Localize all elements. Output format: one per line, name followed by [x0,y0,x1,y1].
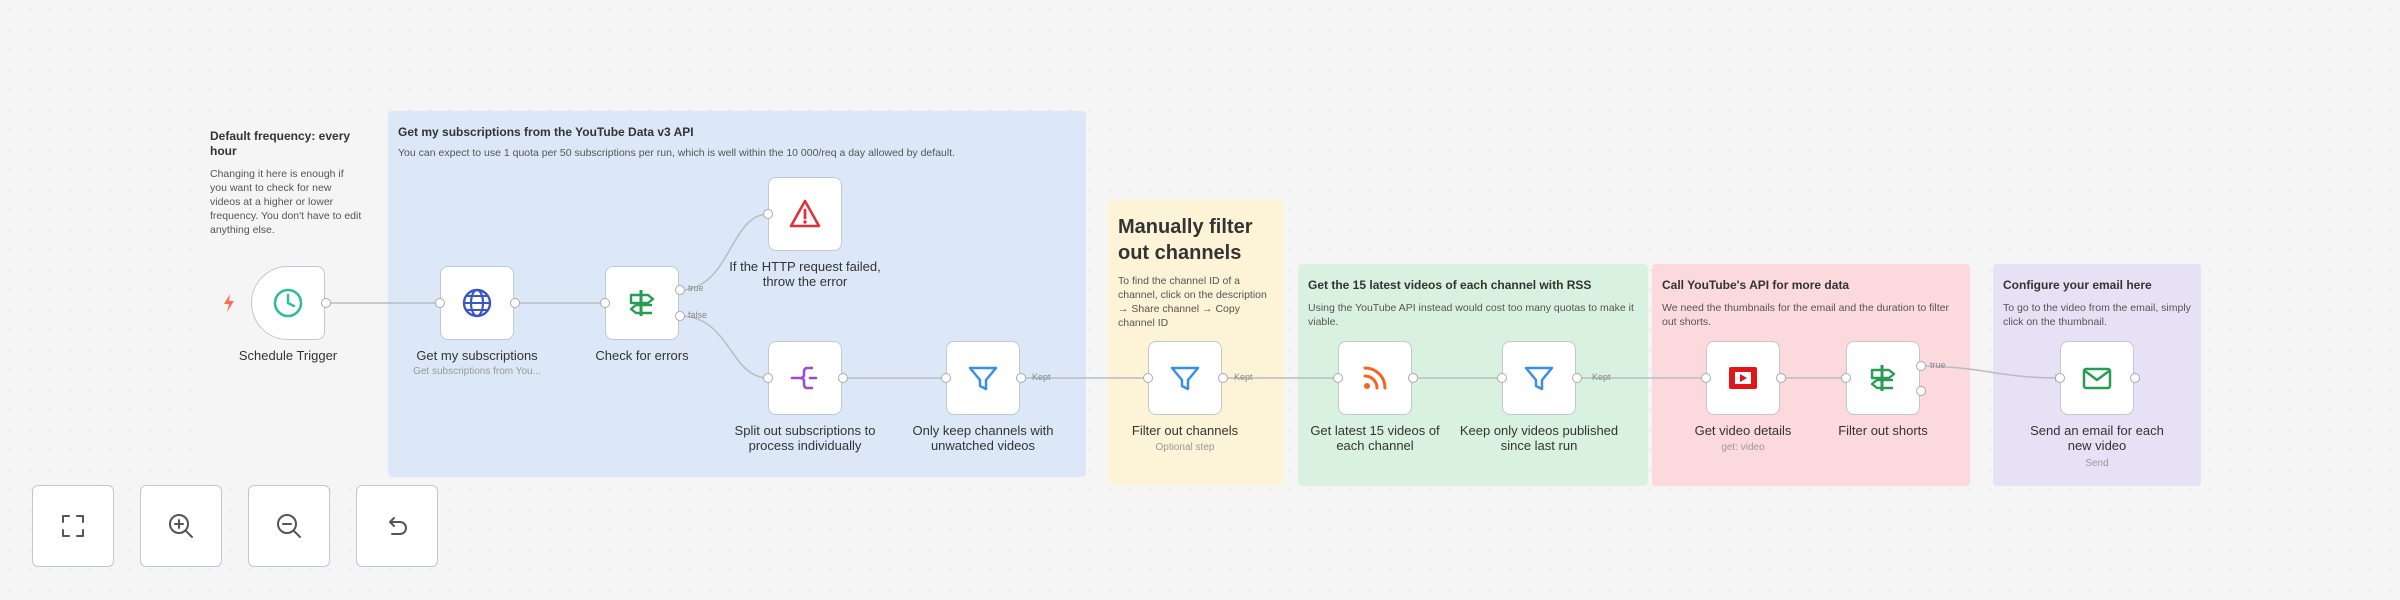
node-throw-error[interactable] [768,177,842,251]
edge-label-kept: Kept [1592,372,1611,382]
edge-label-false: false [688,310,708,320]
input-handle[interactable] [1143,373,1153,383]
node-split-out[interactable] [768,341,842,415]
zoom-in-button[interactable] [140,485,222,567]
sticky-body: You can expect to use 1 quota per 50 sub… [398,147,956,159]
node-subtitle: Send [2085,458,2109,469]
output-handle[interactable] [321,298,331,308]
node-subtitle: get: video [1721,442,1765,453]
output-handle[interactable] [1572,373,1582,383]
node-get-latest-videos[interactable] [1338,341,1412,415]
input-handle[interactable] [1497,373,1507,383]
node-label: Get my subscriptions [416,348,538,363]
output-handle[interactable] [1016,373,1026,383]
node-schedule-trigger[interactable] [251,266,325,340]
node-label: Get video details [1694,423,1792,438]
zoom-out-icon [277,514,301,538]
output-handle[interactable] [510,298,520,308]
node-subtitle: Get subscriptions from You... [413,366,541,377]
output-handle[interactable] [838,373,848,383]
signpost-icon [1870,365,1896,391]
reset-zoom-button[interactable] [356,485,438,567]
rss-icon [1363,366,1387,390]
sticky-title: Manually filter out channels [1118,216,1253,264]
signpost-icon [629,290,655,316]
output-handle[interactable] [1776,373,1786,383]
node-label: Check for errors [595,348,689,363]
sticky-title: Get the 15 latest videos of each channel… [1308,278,1592,292]
node-keep-since-last-run[interactable] [1502,341,1576,415]
filter-icon [1524,366,1554,391]
node-label: Filter out channels [1131,423,1239,438]
warning-icon [789,199,821,228]
node-check-for-errors[interactable] [605,266,679,340]
undo-icon [389,517,407,535]
node-label: Get latest 15 videos of each channel [1310,423,1440,453]
fit-view-icon [62,515,84,537]
input-handle[interactable] [763,373,773,383]
mail-icon [2082,367,2112,390]
sticky-body: Changing it here is enough if you want t… [210,168,362,236]
node-label: Filter out shorts [1838,423,1928,438]
edge-label-kept: Kept [1234,372,1253,382]
zoom-in-icon [169,514,193,538]
node-filter-channels[interactable] [1148,341,1222,415]
node-get-subscriptions[interactable] [440,266,514,340]
trigger-bolt-icon [224,294,234,312]
node-send-email[interactable] [2060,341,2134,415]
input-handle[interactable] [1333,373,1343,383]
node-filter-shorts[interactable] [1846,341,1920,415]
sticky-body: To go to the video from the email, simpl… [2003,302,2191,328]
input-handle[interactable] [1701,373,1711,383]
output-handle[interactable] [1218,373,1228,383]
split-icon [790,366,818,390]
output-handle-false[interactable] [1916,386,1926,396]
filter-icon [1170,366,1200,391]
node-get-video-details[interactable] [1706,341,1780,415]
fit-view-button[interactable] [32,485,114,567]
zoom-out-button[interactable] [248,485,330,567]
sticky-title: Call YouTube's API for more data [1662,278,1850,292]
node-label: Only keep channels with unwatched videos [912,423,1054,453]
input-handle[interactable] [600,298,610,308]
output-handle-true[interactable] [1916,361,1926,371]
sticky-body: To find the channel ID of a channel, cli… [1118,275,1267,329]
node-label: Split out subscriptions to process indiv… [734,423,876,453]
sticky-title: Get my subscriptions from the YouTube Da… [398,125,694,139]
sticky-body: We need the thumbnails for the email and… [1662,302,1949,328]
node-subtitle: Optional step [1155,442,1215,453]
input-handle[interactable] [941,373,951,383]
node-label: Schedule Trigger [238,348,338,363]
youtube-icon [1729,367,1757,389]
sticky-body: Using the YouTube API instead would cost… [1308,302,1634,328]
output-handle-true[interactable] [675,285,685,295]
clock-icon [273,288,303,318]
sticky-title: Default frequency: every hour [210,129,351,158]
node-label: If the HTTP request failed, throw the er… [729,259,881,289]
node-label: Keep only videos published since last ru… [1459,423,1619,453]
output-handle-false[interactable] [675,311,685,321]
input-handle[interactable] [2055,373,2065,383]
output-handle[interactable] [1408,373,1418,383]
input-handle[interactable] [435,298,445,308]
edge-label-kept: Kept [1032,372,1051,382]
globe-icon [462,288,492,318]
input-handle[interactable] [763,209,773,219]
input-handle[interactable] [1841,373,1851,383]
node-keep-unwatched[interactable] [946,341,1020,415]
edge-label-true: true [688,283,704,293]
node-label: Send an email for each new video [2030,423,2164,453]
edge-label-true: true [1930,360,1946,370]
sticky-title: Configure your email here [2003,278,2152,292]
output-handle[interactable] [2130,373,2140,383]
sticky-note-manual-filter[interactable]: Manually filter out channels To find the… [1108,200,1284,485]
filter-icon [968,366,998,391]
